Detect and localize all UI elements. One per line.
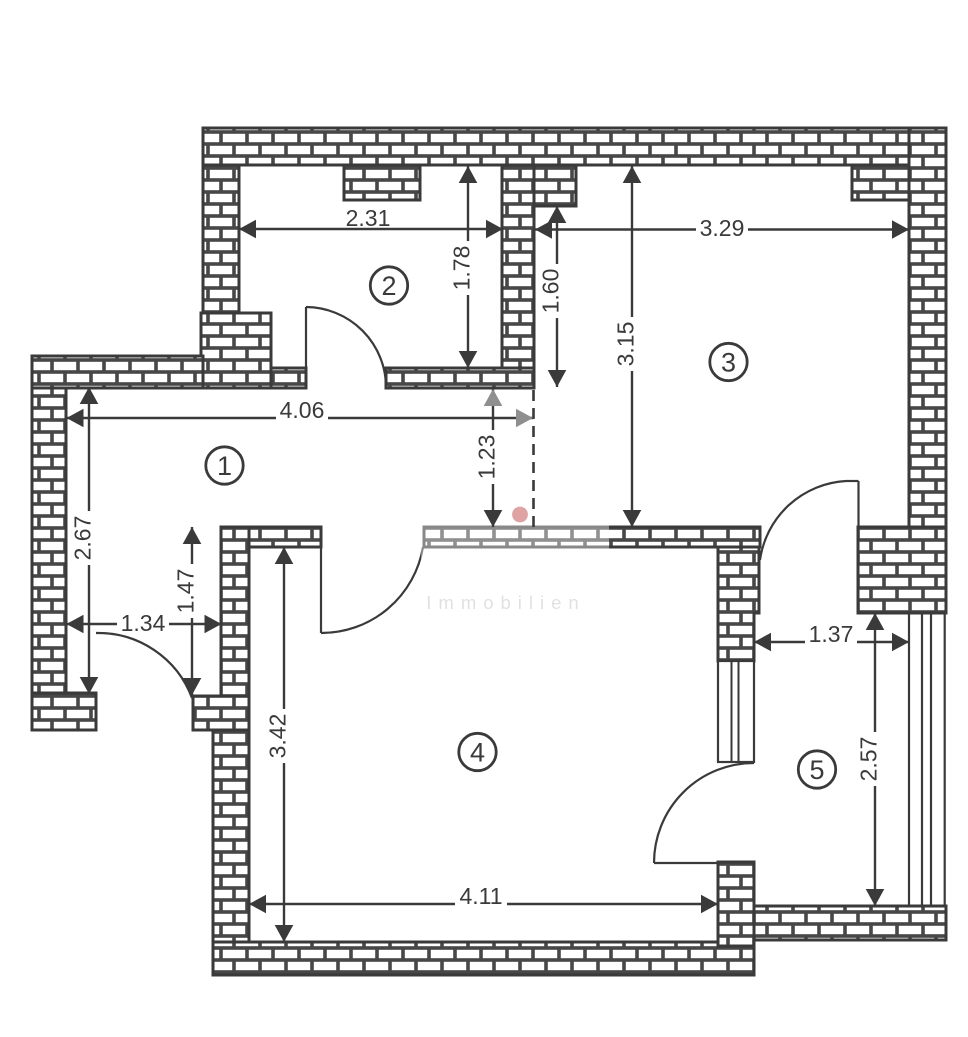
- svg-text:4.06: 4.06: [280, 397, 325, 423]
- svg-text:2.57: 2.57: [856, 737, 882, 782]
- svg-text:2.31: 2.31: [346, 205, 391, 231]
- svg-text:1.37: 1.37: [809, 621, 854, 647]
- svg-text:3.42: 3.42: [265, 714, 291, 759]
- svg-text:1.78: 1.78: [449, 246, 475, 291]
- svg-text:1.60: 1.60: [538, 269, 564, 314]
- svg-text:5: 5: [809, 755, 824, 785]
- svg-text:1.34: 1.34: [121, 610, 166, 636]
- svg-text:1.47: 1.47: [173, 569, 199, 614]
- svg-text:4: 4: [470, 738, 485, 768]
- svg-text:3.15: 3.15: [613, 322, 639, 367]
- svg-text:Immobilien: Immobilien: [426, 592, 585, 613]
- svg-text:2.67: 2.67: [70, 516, 96, 561]
- svg-text:2: 2: [381, 271, 396, 301]
- svg-text:3.29: 3.29: [700, 215, 745, 241]
- svg-text:1.23: 1.23: [474, 435, 500, 480]
- svg-text:1: 1: [217, 451, 232, 481]
- svg-text:3: 3: [721, 348, 736, 378]
- svg-text:4.11: 4.11: [459, 883, 502, 909]
